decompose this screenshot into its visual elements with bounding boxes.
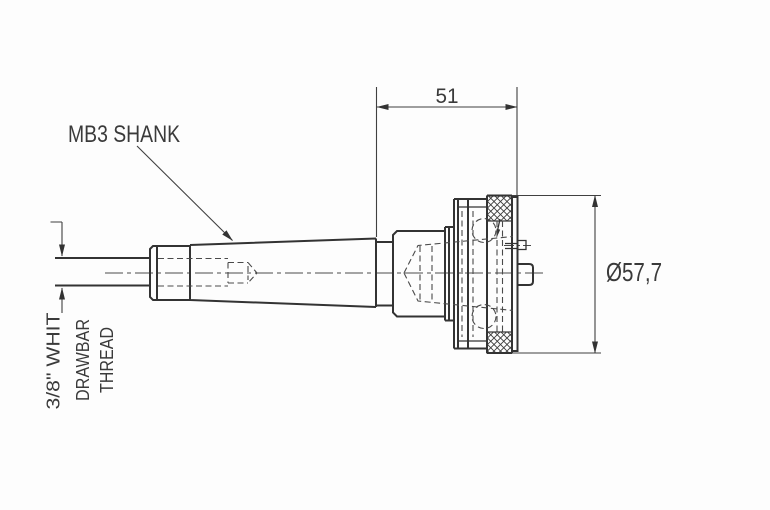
drive-pin bbox=[505, 239, 527, 251]
shank-callout: MB3 SHANK bbox=[68, 121, 233, 241]
drawbar-rod bbox=[55, 257, 150, 287]
drawbar-label-line1: 3/8" WHIT bbox=[44, 313, 64, 410]
front-face-ring bbox=[512, 196, 519, 352]
chuck-body bbox=[376, 194, 534, 354]
key-pilot-hole-top bbox=[471, 217, 497, 244]
drawbar-label-line3: THREAD bbox=[97, 327, 117, 393]
hidden-internals bbox=[403, 211, 514, 337]
diameter-dimension-text: Ø57,7 bbox=[606, 257, 662, 287]
taper-body bbox=[189, 237, 377, 308]
drawbar-label-line2: DRAWBAR bbox=[73, 319, 93, 401]
center-spigot bbox=[517, 263, 534, 286]
knurl-top-band bbox=[486, 195, 513, 222]
drawbar-rod-edges bbox=[55, 257, 150, 287]
shank-label-text: MB3 SHANK bbox=[68, 121, 180, 148]
key-pilot-hole-bottom bbox=[471, 303, 497, 330]
drawbar-thread-bore bbox=[158, 257, 258, 287]
internal-bore-lines bbox=[419, 211, 504, 337]
centerlines bbox=[105, 245, 545, 274]
ring-step bbox=[444, 226, 454, 322]
length-dimension-text: 51 bbox=[436, 85, 459, 108]
barrel-chamfer-lines bbox=[458, 206, 487, 342]
body-barrel bbox=[453, 198, 487, 350]
dimension-diameter: Ø57,7 bbox=[512, 194, 662, 354]
internal-cone-lower bbox=[403, 272, 514, 312]
knurl-band-edges bbox=[486, 194, 513, 354]
dimension-length: 51 bbox=[375, 85, 518, 237]
knurl-bottom-band bbox=[486, 331, 513, 354]
internal-cone-upper bbox=[403, 235, 514, 274]
morse-taper-shank bbox=[149, 237, 377, 308]
diameter-extension-lines bbox=[512, 194, 601, 354]
neck bbox=[376, 241, 393, 307]
shank-leader-line bbox=[136, 145, 233, 241]
dimension-drawbar-thread: 3/8" WHIT DRAWBAR THREAD bbox=[44, 221, 117, 410]
drawbar-pointer-top bbox=[51, 221, 63, 256]
